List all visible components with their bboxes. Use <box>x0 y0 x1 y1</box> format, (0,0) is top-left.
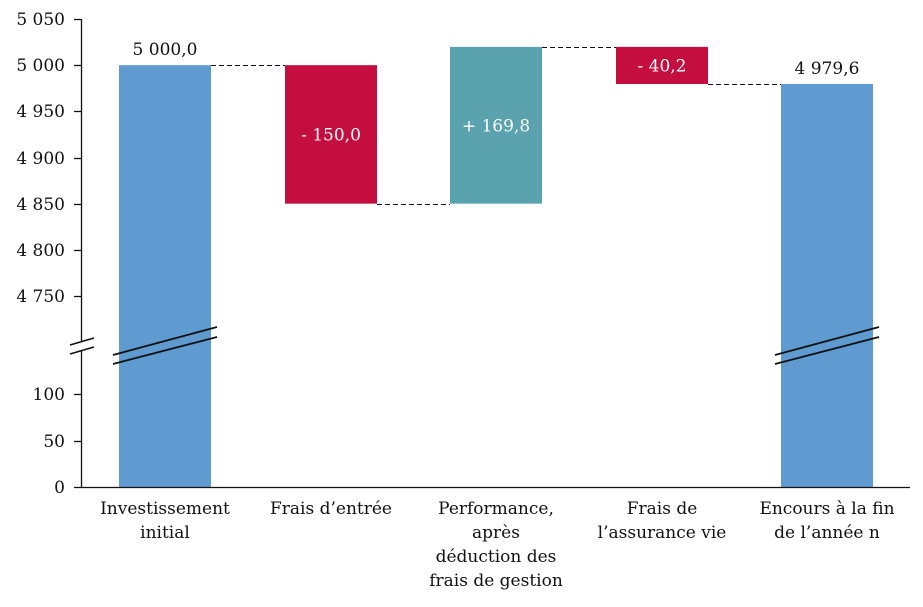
y-tick-label: 4 900 <box>16 149 65 169</box>
value-label: + 169,8 <box>462 116 530 136</box>
value-label: - 40,2 <box>638 56 687 76</box>
y-tick-label: 100 <box>33 385 65 405</box>
bar-break-mark <box>112 326 218 356</box>
y-tick-label: 4 850 <box>16 195 65 215</box>
x-category-label-line: Frais de <box>627 499 698 519</box>
x-category-label: Investissement initial <box>100 499 230 543</box>
x-category-label-line: de l’année n <box>774 523 880 543</box>
y-axis: 4 750 4 800 4 850 4 900 4 950 5 000 5 050 0 50 10… <box>16 10 910 498</box>
value-label: 4 979,6 <box>795 59 860 79</box>
x-category-label-line: Performance, <box>438 499 554 519</box>
bar-decrease <box>285 65 377 204</box>
y-tick-label: 50 <box>43 432 65 452</box>
x-category-label-line: frais de gestion <box>429 571 563 591</box>
bar-decrease <box>616 46 708 85</box>
axis-break-mark <box>69 337 95 346</box>
bar-increase <box>450 46 542 204</box>
x-category-label: Performance, après déduction des frais de g… <box>429 499 563 591</box>
value-label: 5 000,0 <box>133 40 198 60</box>
x-category-label-line: Frais d’entrée <box>270 499 392 519</box>
bar-break-mark <box>774 326 880 356</box>
y-tick-label: 0 <box>54 478 65 498</box>
y-tick-label: 5 050 <box>16 10 65 30</box>
x-category-label: Frais de l’assurance vie <box>598 499 727 543</box>
bar-break-mark <box>112 336 218 365</box>
x-category-label-line: l’assurance vie <box>598 523 727 543</box>
y-tick-label: 4 800 <box>16 241 65 261</box>
bar-break-mark <box>774 336 880 365</box>
x-category-label-line: Encours à la fin <box>759 499 894 519</box>
x-category-label: Frais d’entrée <box>270 499 392 519</box>
x-category-label-line: déduction des <box>436 547 557 567</box>
axis-break-marks <box>69 326 880 365</box>
axis-break-mark <box>69 346 95 355</box>
x-axis-labels: Investissement initial Frais d’entrée Perfo… <box>100 499 895 591</box>
y-tick-label: 5 000 <box>16 56 65 76</box>
x-category-label-line: initial <box>140 523 190 543</box>
y-tick-label: 4 950 <box>16 102 65 122</box>
bar-total <box>781 84 873 487</box>
value-labels: 5 000,0 - 150,0 + 169,8 - 40,2 4 979,6 <box>133 40 860 145</box>
y-tick-label: 4 750 <box>16 287 65 307</box>
x-category-label: Encours à la fin de l’année n <box>759 499 894 543</box>
bar-total <box>119 65 211 488</box>
x-category-label-line: Investissement <box>100 499 230 519</box>
connectors-layer <box>211 47 781 205</box>
bars-layer <box>119 46 873 488</box>
x-category-label-line: après <box>472 523 520 543</box>
value-label: - 150,0 <box>301 125 361 145</box>
